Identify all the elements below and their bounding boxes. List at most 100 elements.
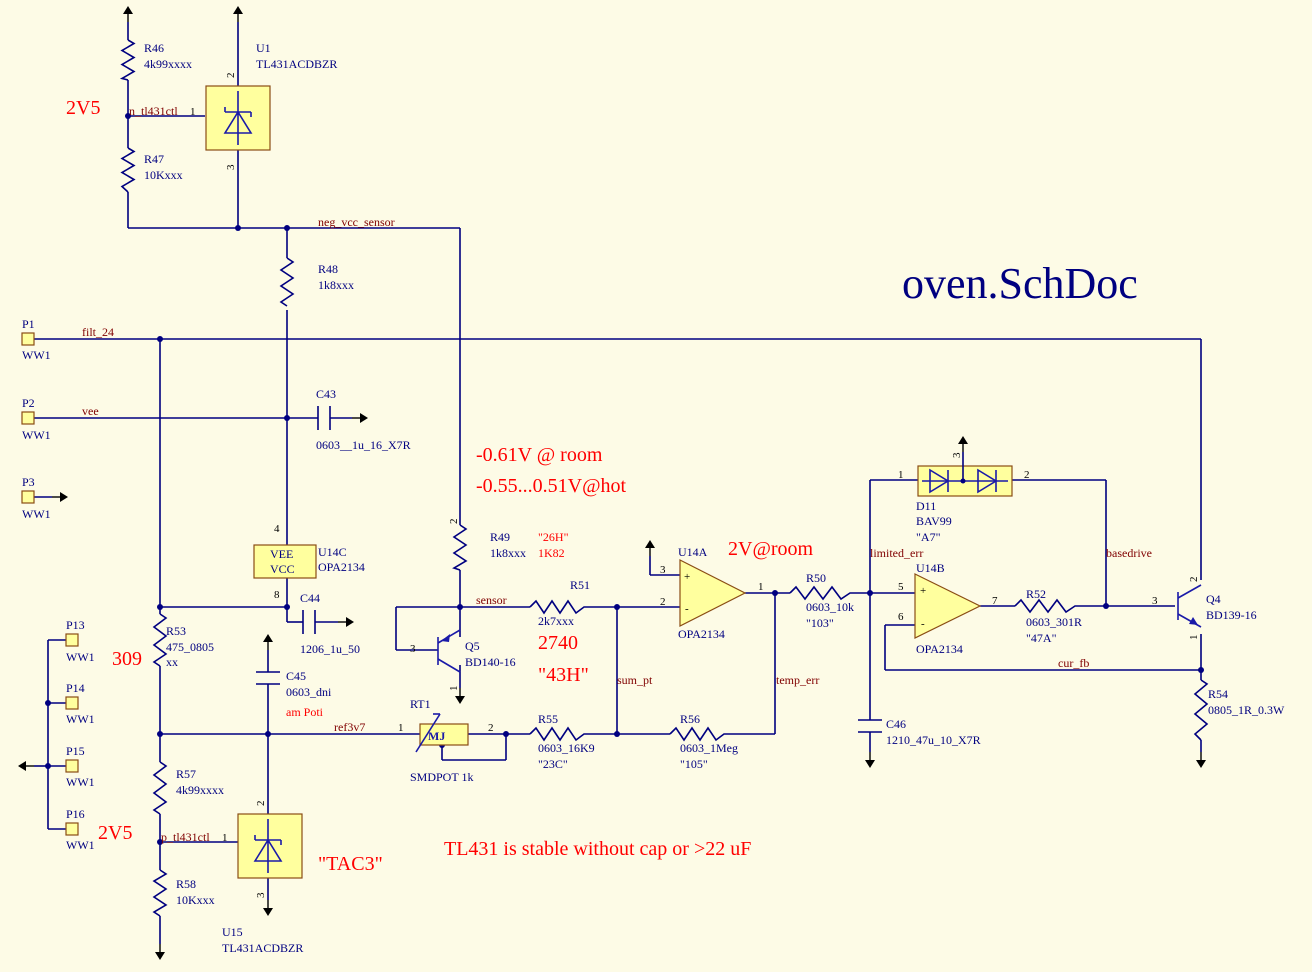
power-arrow-icon <box>232 5 244 23</box>
net-sensor: sensor <box>476 593 507 607</box>
diode-d11 <box>917 452 1013 497</box>
r54-value: 0805_1R_0.3W <box>1208 703 1285 717</box>
power-arrow-icon <box>1195 751 1207 769</box>
q4-pin2: 2 <box>1188 577 1200 583</box>
potentiometer-rt1 <box>415 713 469 753</box>
u14c-vee: VEE <box>270 547 293 561</box>
net-limited-err: limited_err <box>870 546 923 560</box>
u15-ref: U15 <box>222 925 243 939</box>
u14c-pin4: 4 <box>274 523 280 535</box>
u14a-pin2: 2 <box>660 596 666 608</box>
u14b-pin7: 7 <box>992 595 998 607</box>
capacitor-c45 <box>256 671 280 685</box>
port-p3-ref: P3 <box>22 475 35 489</box>
u14a-pin3: 3 <box>660 564 666 576</box>
d11-pin1: 1 <box>898 469 904 481</box>
net-vee: vee <box>82 404 99 418</box>
r52-ref: R52 <box>1026 587 1046 601</box>
r47-ref: R47 <box>144 152 164 166</box>
net-filt-24: filt_24 <box>82 325 114 339</box>
c43-ref: C43 <box>316 387 336 401</box>
u14a-minus: - <box>685 603 689 615</box>
u15-pin3: 3 <box>255 892 267 898</box>
power-arrow-icon <box>351 412 369 424</box>
sheet-title: oven.SchDoc <box>902 259 1138 308</box>
c44-ref: C44 <box>300 591 320 605</box>
r49-mark: "26H" <box>538 530 569 544</box>
annotation-am-poti: am Poti <box>286 705 324 719</box>
q4-pin1: 1 <box>1188 635 1200 641</box>
r46-value: 4k99xxxx <box>144 57 192 71</box>
resistor-r54 <box>1193 679 1209 741</box>
c45-ref: C45 <box>286 669 306 683</box>
u14b-value: OPA2134 <box>916 642 963 656</box>
u15-value: TL431ACDBZR <box>222 941 303 955</box>
resistor-r49 <box>452 524 468 571</box>
r58-value: 10Kxxx <box>176 893 215 907</box>
port-p13-value: WW1 <box>66 650 95 664</box>
power-arrow-icon <box>262 633 274 651</box>
u1-value: TL431ACDBZR <box>256 57 337 71</box>
r56-value: 0603_1Meg <box>680 741 738 755</box>
resistor-r52 <box>1014 598 1080 614</box>
r53-value: 475_0805 <box>166 640 214 654</box>
port-p1-ref: P1 <box>22 317 35 331</box>
q5-pin2: 2 <box>448 519 460 525</box>
u1-ref: U1 <box>256 41 271 55</box>
c46-ref: C46 <box>886 717 906 731</box>
resistor-r53 <box>152 613 168 667</box>
resistor-r48 <box>279 257 295 307</box>
resistor-r46 <box>119 39 136 81</box>
annotation-2740: 2740 <box>538 632 578 654</box>
port-p13-ref: P13 <box>66 618 85 632</box>
u14c-value: OPA2134 <box>318 560 365 574</box>
r50-value: 0603_10k <box>806 600 854 614</box>
rt1-pin2: 2 <box>488 722 494 734</box>
port-p1-value: WW1 <box>22 348 51 362</box>
r48-ref: R48 <box>318 262 338 276</box>
u14b-pin6: 6 <box>898 611 904 623</box>
u15-pin1: 1 <box>222 832 228 844</box>
capacitor-c46 <box>858 719 882 733</box>
d11-value: BAV99 <box>916 514 952 528</box>
net-basedrive: basedrive <box>1106 546 1152 560</box>
r48-value: 1k8xxx <box>318 278 354 292</box>
r53-extra: xx <box>166 655 178 669</box>
r55-ref: R55 <box>538 712 558 726</box>
q5-pin1: 1 <box>448 686 460 692</box>
port-p15-ref: P15 <box>66 744 85 758</box>
rt1-value: SMDPOT 1k <box>410 770 473 784</box>
u1-pin3: 3 <box>225 164 237 170</box>
u14a-plus: + <box>684 571 690 583</box>
port-boxes <box>21 332 79 836</box>
rt1-pin1: 1 <box>398 722 404 734</box>
q4-ref: Q4 <box>1206 592 1221 606</box>
resistor-r47 <box>120 147 136 193</box>
u14a-pin1: 1 <box>758 581 764 593</box>
opamp-u14a <box>679 559 747 627</box>
r58-ref: R58 <box>176 877 196 891</box>
net-temp-err: temp_err <box>776 673 819 687</box>
c44-value: 1206_1u_50 <box>300 642 360 656</box>
r50-ref: R50 <box>806 571 826 585</box>
r57-value: 4k99xxxx <box>176 783 224 797</box>
r57-ref: R57 <box>176 767 196 781</box>
capacitor-c44 <box>302 610 316 634</box>
q5-value: BD140-16 <box>465 655 516 669</box>
c43-value: 0603__1u_16_X7R <box>316 438 411 452</box>
tl431-u15 <box>237 813 303 879</box>
tl431-u1 <box>205 85 271 151</box>
port-p15-value: WW1 <box>66 775 95 789</box>
net-neg-vcc-sensor: neg_vcc_sensor <box>318 215 395 229</box>
port-p3-value: WW1 <box>22 507 51 521</box>
r49-value: 1k8xxx <box>490 546 526 560</box>
resistor-r56 <box>669 726 730 742</box>
q4-pin3: 3 <box>1152 595 1158 607</box>
r54-ref: R54 <box>1208 687 1228 701</box>
u1-pin2: 2 <box>225 73 237 79</box>
r51-value: 2k7xxx <box>538 614 574 628</box>
power-arrow-icon <box>122 5 134 23</box>
port-p14-value: WW1 <box>66 712 95 726</box>
port-p2-ref: P2 <box>22 396 35 410</box>
capacitor-c43 <box>317 406 331 430</box>
